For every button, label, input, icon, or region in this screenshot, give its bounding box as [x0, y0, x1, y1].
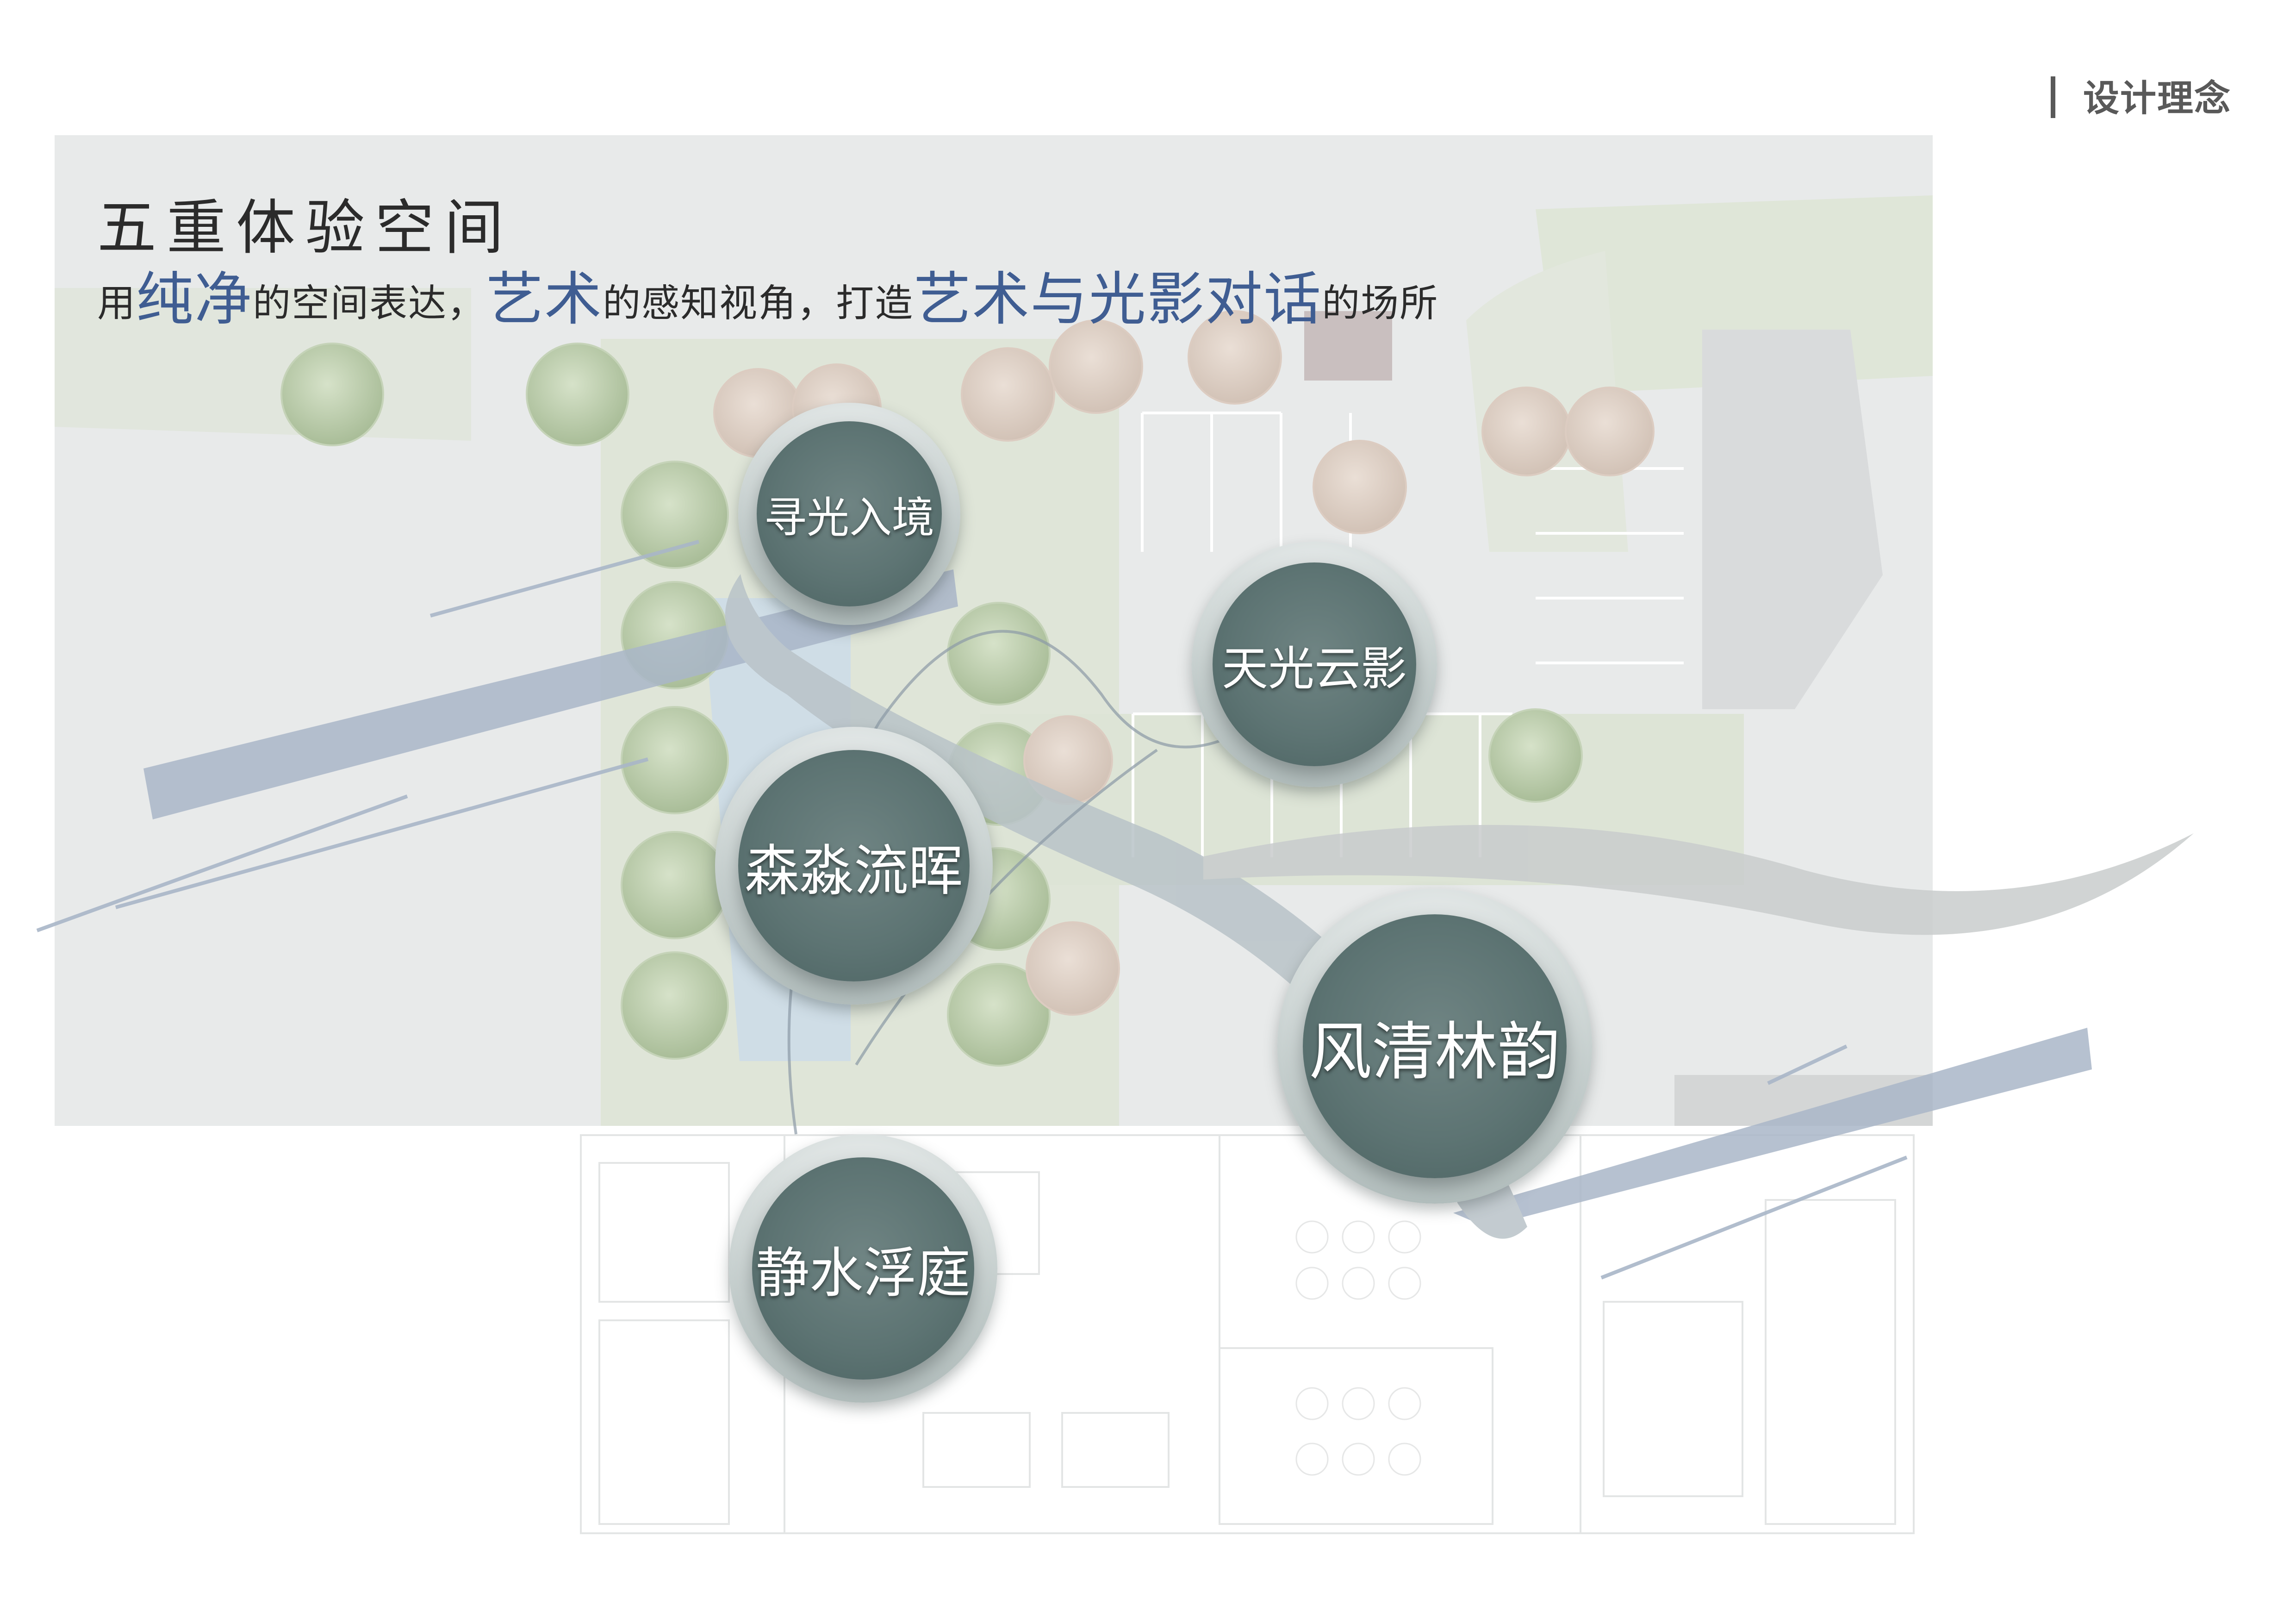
zone-bubble-breeze: 风清林韵: [1303, 914, 1567, 1178]
subtitle-highlight: 艺术与光影对话: [914, 266, 1322, 333]
zone-label: 森淼流晖: [738, 750, 970, 981]
zone-bubble-forest: 森淼流晖: [738, 750, 970, 981]
subtitle-text: 用: [97, 281, 136, 325]
subtitle-text: 的场所: [1322, 281, 1438, 325]
subtitle-text: 的空间表达，: [253, 281, 486, 325]
zone-bubble-skylight: 天光云影: [1213, 562, 1416, 766]
subtitle-highlight: 艺术: [486, 266, 603, 333]
zone-bubble-water: 静水浮庭: [752, 1157, 974, 1380]
zone-label: 静水浮庭: [752, 1157, 974, 1380]
zone-label: 寻光入境: [757, 421, 942, 606]
zone-label: 天光云影: [1213, 562, 1416, 766]
page-subtitle: 用纯净的空间表达，艺术的感知视角，打造艺术与光影对话的场所: [97, 252, 1438, 336]
subtitle-highlight: 纯净: [136, 266, 253, 333]
zone-bubble-entrance: 寻光入境: [757, 421, 942, 606]
subtitle-text: 的感知视角，打造: [603, 281, 914, 325]
zone-label: 风清林韵: [1303, 914, 1567, 1178]
